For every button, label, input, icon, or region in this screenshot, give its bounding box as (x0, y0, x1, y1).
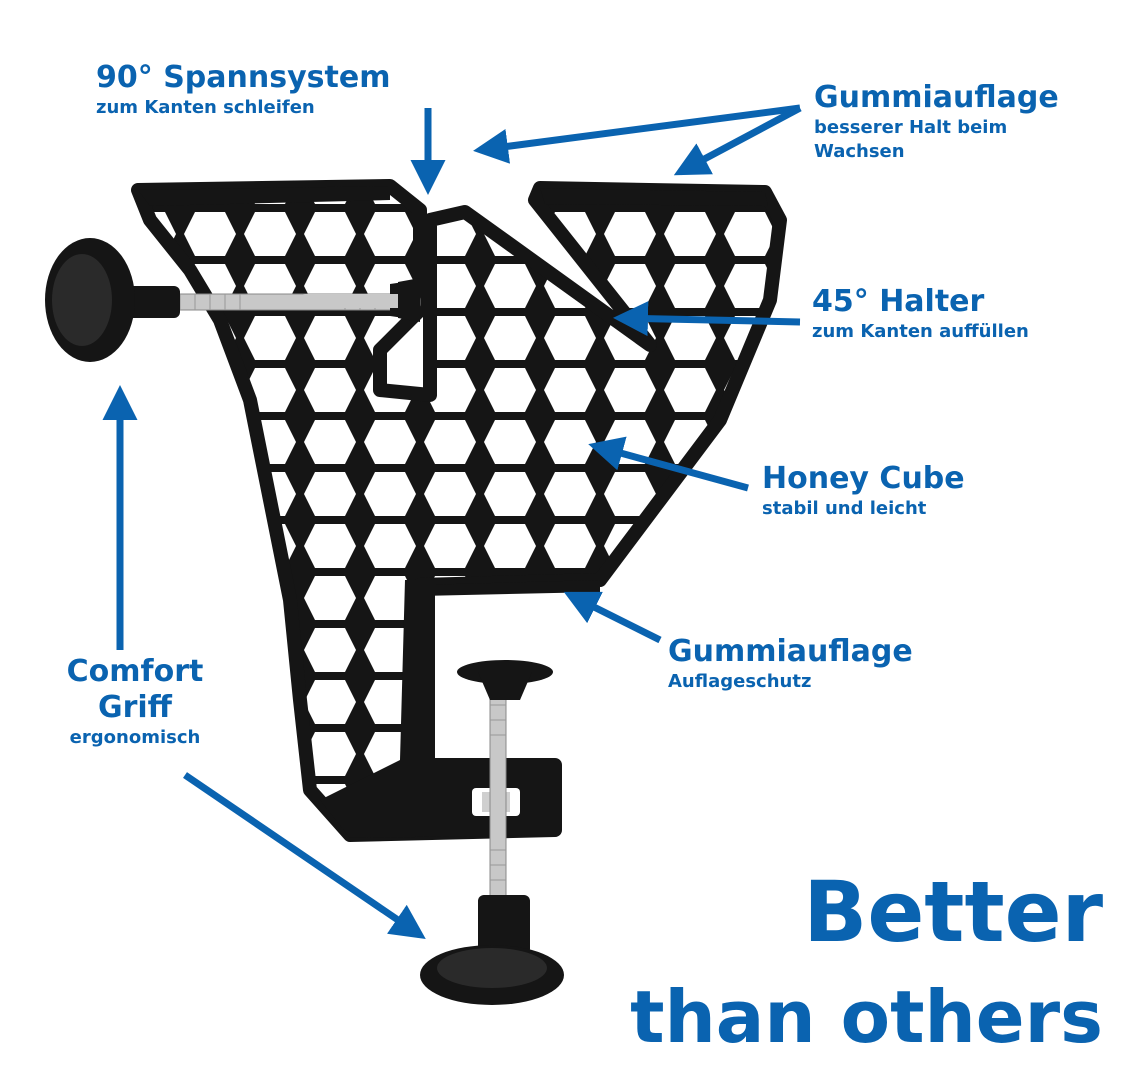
callout-arrows (102, 104, 802, 939)
callout-spanner-subtitle: zum Kanten schleifen (96, 97, 315, 118)
bottom-knob-icon[interactable] (420, 660, 564, 1005)
callout-spanner: 90° Spannsystem zum Kanten schleifen (96, 60, 390, 120)
callout-rubber-top-subtitle-1: besserer Halt beim (814, 117, 1008, 138)
callout-comfort-title-1: Comfort (66, 654, 204, 689)
inner-screw-icon (300, 278, 420, 322)
callout-honey-cube-subtitle: stabil und leicht (762, 498, 927, 519)
arrow-holder-45 (613, 301, 801, 337)
callout-rubber-bottom: Gummiauflage Auflageschutz (668, 634, 913, 694)
callout-rubber-top-title: Gummiauflage (814, 80, 1059, 115)
arrow-honey-cube (588, 436, 749, 492)
arrow-rubber-bottom (563, 591, 662, 644)
callout-comfort-title-2: Griff (97, 690, 172, 725)
callout-holder-45: 45° Halter zum Kanten auffüllen (812, 284, 1029, 344)
callout-honey-cube: Honey Cube stabil und leicht (762, 461, 965, 521)
callout-spanner-title: 90° Spannsystem (96, 60, 391, 95)
headline-line-2: than others (630, 975, 1103, 1059)
vise-body (131, 179, 787, 842)
callout-rubber-bottom-subtitle: Auflageschutz (668, 671, 812, 692)
callout-rubber-top: Gummiauflage besserer Halt beim Wachsen (814, 80, 1059, 164)
callout-holder-45-title: 45° Halter (812, 284, 985, 319)
arrow-comfort-down (183, 772, 426, 939)
callout-comfort-subtitle: ergonomisch (69, 727, 201, 748)
callout-rubber-bottom-title: Gummiauflage (668, 634, 913, 669)
callout-comfort-grip: Comfort Griff ergonomisch (50, 654, 220, 750)
callout-holder-45-subtitle: zum Kanten auffüllen (812, 321, 1029, 342)
callout-honey-cube-title: Honey Cube (762, 461, 965, 496)
headline-line-1: Better (803, 863, 1103, 961)
arrow-rubber-top-left (473, 104, 801, 164)
callout-rubber-top-subtitle-2: Wachsen (814, 141, 905, 162)
arrow-rubber-top-right (673, 104, 802, 176)
